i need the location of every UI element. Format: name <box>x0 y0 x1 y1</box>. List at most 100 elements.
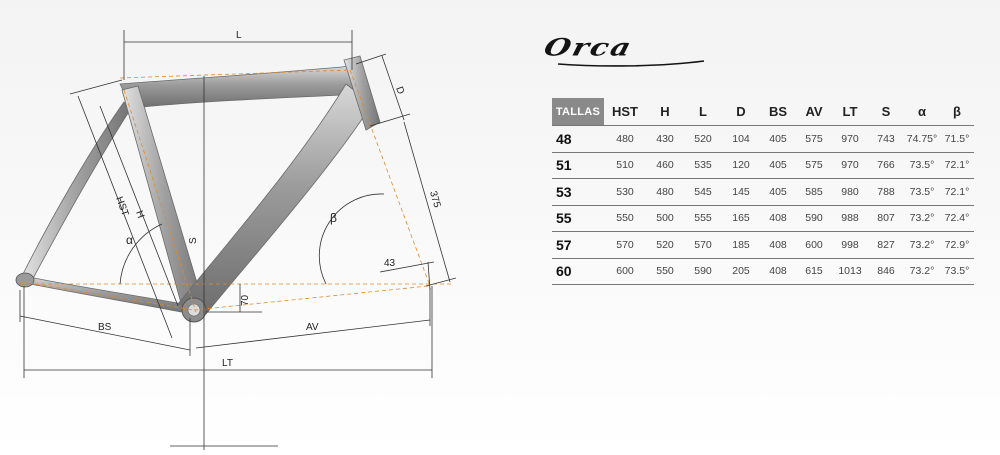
column-header: AV <box>796 98 832 126</box>
table-cell: 120 <box>722 152 760 179</box>
frame-geometry-diagram: L D 375 β 43 HST H α S 70 BS AV LT <box>15 30 457 450</box>
table-cell: 846 <box>868 258 904 285</box>
table-cell: 743 <box>868 125 904 153</box>
table-cell: 500 <box>646 205 684 232</box>
table-cell: 72.1° <box>940 152 974 179</box>
table-cell: 72.4° <box>940 205 974 232</box>
table-cell: 73.5° <box>940 258 974 285</box>
table-cell: 998 <box>832 231 868 259</box>
table-cell: 1013 <box>832 258 868 285</box>
head-tube <box>343 55 381 131</box>
table-cell: 405 <box>760 125 796 153</box>
table-cell: 766 <box>868 152 904 179</box>
size-cell: 60 <box>552 258 604 285</box>
table-cell: 72.9° <box>940 231 974 259</box>
brand-swash <box>557 60 705 67</box>
table-cell: 165 <box>722 205 760 232</box>
label-L: L <box>236 30 242 41</box>
table-cell: 600 <box>796 231 832 259</box>
table-cell: 600 <box>604 258 646 285</box>
table-cell: 480 <box>646 178 684 206</box>
table-cell: 988 <box>832 205 868 232</box>
down-tube <box>177 83 373 315</box>
label-LT: LT <box>222 358 233 369</box>
seat-tube <box>121 85 205 315</box>
column-header: α <box>904 98 940 126</box>
label-HST: HST <box>113 195 130 218</box>
table-cell: 145 <box>722 178 760 206</box>
column-header: S <box>868 98 904 126</box>
table-cell: 73.5° <box>904 152 940 179</box>
size-cell: 48 <box>552 125 604 153</box>
table-cell: 73.5° <box>904 178 940 206</box>
table-cell: 980 <box>832 178 868 206</box>
table-cell: 430 <box>646 125 684 153</box>
table-cell: 72.1° <box>940 178 974 206</box>
table-cell: 550 <box>604 205 646 232</box>
column-header: D <box>722 98 760 126</box>
label-70: 70 <box>240 294 251 306</box>
geometry-guides <box>20 69 452 313</box>
column-header: β <box>940 98 974 126</box>
label-D: D <box>393 85 406 96</box>
rear-dropout <box>15 272 35 288</box>
table-cell: 73.2° <box>904 258 940 285</box>
table-cell: 520 <box>646 231 684 259</box>
label-alpha: α <box>126 233 133 247</box>
table-cell: 575 <box>796 125 832 153</box>
table-cell: 570 <box>684 231 722 259</box>
dimension-lines <box>19 30 457 450</box>
size-cell: 53 <box>552 178 604 206</box>
table-cell: 460 <box>646 152 684 179</box>
table-cell: 74.75° <box>904 125 940 153</box>
label-beta: β <box>330 211 337 225</box>
column-header: BS <box>760 98 796 126</box>
table-cell: 408 <box>760 231 796 259</box>
label-375: 375 <box>427 190 442 209</box>
column-header: HST <box>604 98 646 126</box>
table-cell: 575 <box>796 152 832 179</box>
table-cell: 405 <box>760 178 796 206</box>
column-header: LT <box>832 98 868 126</box>
table-cell: 480 <box>604 125 646 153</box>
chainstay <box>19 275 195 315</box>
label-43: 43 <box>384 258 396 269</box>
size-cell: 57 <box>552 231 604 259</box>
top-tube <box>119 65 361 109</box>
table-cell: 807 <box>868 205 904 232</box>
column-header: H <box>646 98 684 126</box>
column-header: TALLAS <box>552 98 604 126</box>
table-cell: 585 <box>796 178 832 206</box>
table-cell: 788 <box>868 178 904 206</box>
table-cell: 590 <box>796 205 832 232</box>
table-cell: 827 <box>868 231 904 259</box>
label-H: H <box>133 209 146 220</box>
label-BS: BS <box>98 322 112 333</box>
table-cell: 555 <box>684 205 722 232</box>
table-cell: 545 <box>684 178 722 206</box>
table-cell: 71.5° <box>940 125 974 153</box>
table-cell: 535 <box>684 152 722 179</box>
table-cell: 970 <box>832 125 868 153</box>
table-cell: 185 <box>722 231 760 259</box>
seat-stay <box>21 101 131 285</box>
table-cell: 530 <box>604 178 646 206</box>
bike-frame <box>15 55 381 323</box>
table-cell: 590 <box>684 258 722 285</box>
table-cell: 510 <box>604 152 646 179</box>
label-S: S <box>188 237 199 244</box>
table-cell: 73.2° <box>904 231 940 259</box>
table-cell: 520 <box>684 125 722 153</box>
column-header: L <box>684 98 722 126</box>
size-cell: 51 <box>552 152 604 179</box>
table-cell: 205 <box>722 258 760 285</box>
size-cell: 55 <box>552 205 604 232</box>
table-cell: 73.2° <box>904 205 940 232</box>
